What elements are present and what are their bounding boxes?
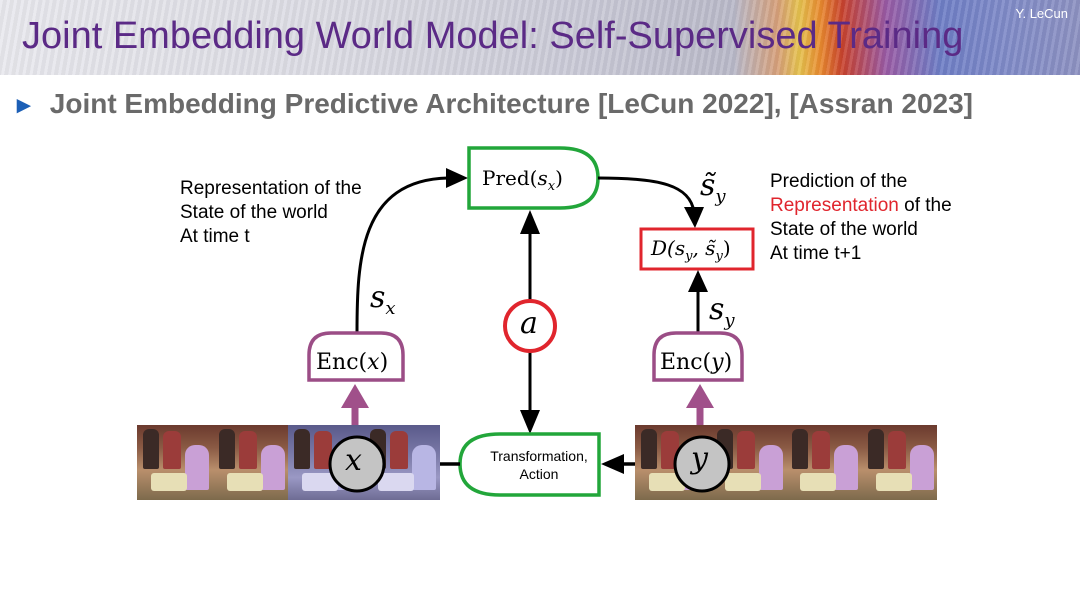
arrow-head-pred-in [446, 168, 468, 188]
arrow-head-d-in-top [684, 207, 704, 228]
arrow-head-ency-in [686, 384, 714, 408]
slide-header [0, 0, 1080, 75]
predicted-sy-edge-label: s̃y [700, 168, 726, 207]
sy-edge-label: sy [709, 292, 735, 331]
video-frame [862, 425, 937, 500]
author-tag: Y. LeCun [1015, 6, 1068, 21]
video-frame [711, 425, 786, 500]
encoder-x-label: Enc(x) [316, 350, 389, 375]
arrow-head-pred-bottom [520, 210, 540, 234]
arrow-pred-to-d [597, 176, 696, 213]
bullet-point: ► Joint Embedding Predictive Architecture… [12, 88, 973, 120]
arrow-encx-to-pred [355, 176, 449, 334]
video-frame-masked [364, 425, 440, 500]
distance-label: D(sy, s̃y) [651, 236, 731, 264]
pred-label: Pred(sx) [482, 166, 563, 194]
action-label: a [520, 306, 538, 341]
bullet-triangle-icon: ► [12, 92, 36, 119]
bullet-text: Joint Embedding Predictive Architecture … [49, 88, 973, 119]
video-frame [786, 425, 862, 500]
sx-edge-label: sx [370, 280, 396, 319]
x-label: x [345, 443, 362, 478]
distance-box [639, 227, 755, 271]
arrow-head-encx-in [341, 384, 369, 408]
encoder-y-label: Enc(y) [660, 350, 733, 375]
encoder-y-box [652, 331, 744, 382]
representation-label: Representation of the State of the world… [180, 178, 362, 247]
arrow-head-d-in-bottom [688, 270, 708, 292]
encoder-x-box [307, 331, 405, 382]
y-label: y [691, 441, 708, 476]
highlight-representation: Representation [770, 195, 899, 216]
transform-label: Transformation, Action [490, 448, 588, 482]
slide-title: Joint Embedding World Model: Self-Superv… [22, 15, 964, 57]
video-frame [137, 425, 213, 500]
arrow-head-transform-top [520, 410, 540, 434]
action-node [503, 299, 557, 353]
transform-box [458, 432, 601, 497]
prediction-label: Prediction of the Representation of the … [770, 171, 952, 264]
arrow-head-transform-in [601, 454, 624, 474]
video-frame [213, 425, 288, 500]
